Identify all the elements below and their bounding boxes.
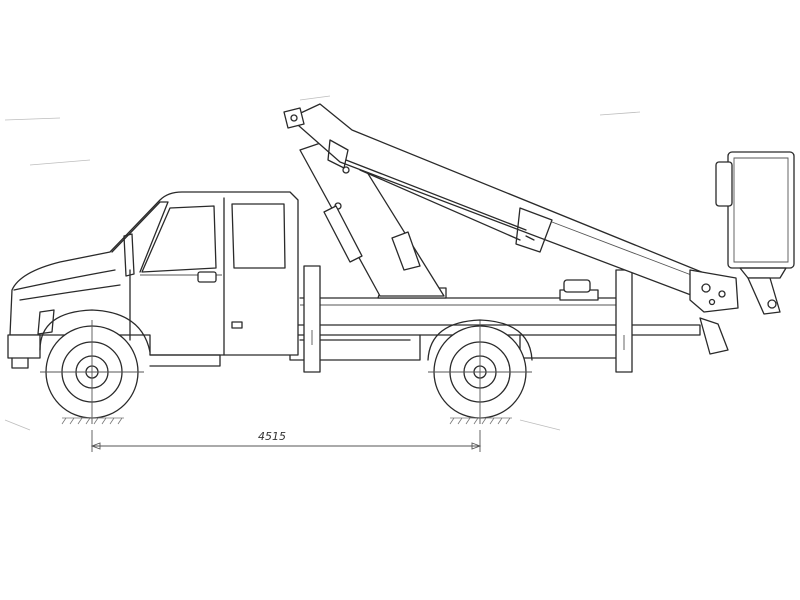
telescopic-boom <box>283 103 739 355</box>
ground-marks <box>61 417 512 425</box>
rear-wheel <box>427 319 533 424</box>
front-wheel <box>40 320 144 424</box>
rear-outrigger <box>615 269 633 373</box>
wheelbase-dimension: 4515 <box>90 430 482 452</box>
wheelbase-dimension-label: 4515 <box>258 430 286 443</box>
front-outrigger <box>303 265 321 373</box>
boom-mast <box>299 134 445 297</box>
truck-cab <box>7 191 299 369</box>
work-basket <box>715 151 795 315</box>
